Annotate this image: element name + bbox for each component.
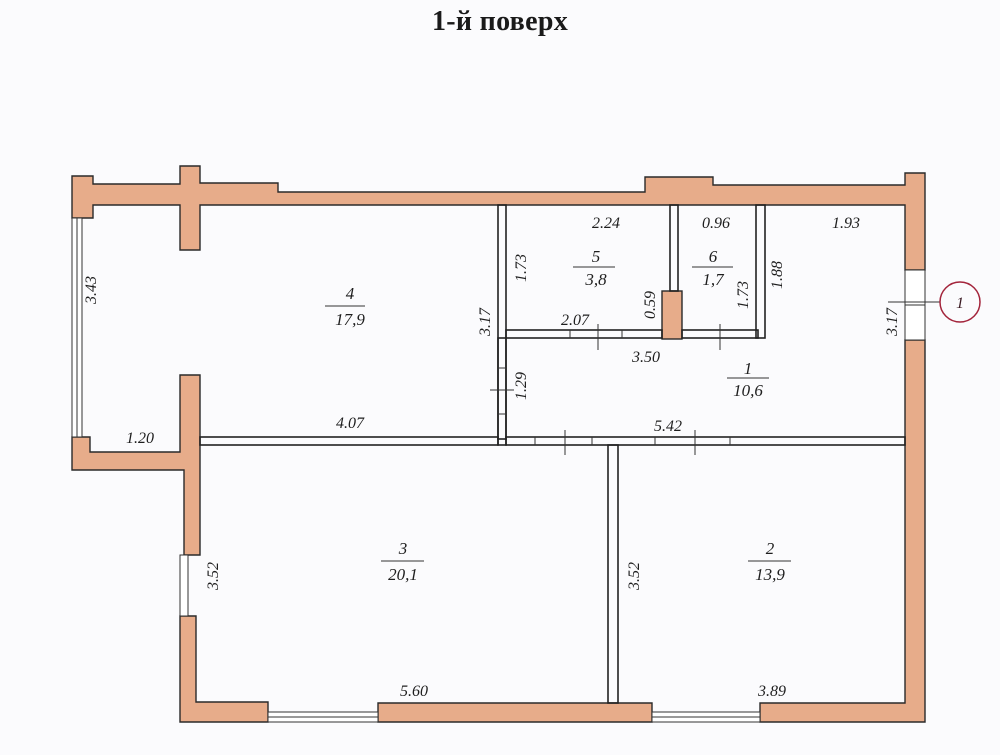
- dim-room4-left: 3.43: [83, 276, 100, 305]
- entrance-marker-label: 1: [956, 295, 964, 312]
- room-2-label: 2 13,9: [748, 539, 791, 584]
- room-5-label: 5 3,8: [573, 247, 615, 289]
- room-4-area: 17,9: [335, 310, 365, 329]
- room-5-area: 3,8: [584, 270, 607, 289]
- dim-room5-left: 1.73: [513, 254, 530, 282]
- dim-room4-right: 3.17: [477, 307, 494, 337]
- dim-room3-bottom: 5.60: [400, 683, 428, 700]
- dim-room6-top: 0.96: [702, 215, 730, 232]
- dim-hall-left: 1.29: [513, 372, 530, 400]
- dim-pillar: 0.59: [642, 291, 659, 319]
- dim-room4-bottom: 4.07: [336, 415, 365, 432]
- room-2-number: 2: [766, 539, 775, 558]
- dim-hall-bottom: 5.42: [654, 418, 682, 435]
- room-4-number: 4: [346, 284, 355, 303]
- room-1-number: 1: [744, 359, 753, 378]
- room-5-number: 5: [592, 247, 601, 266]
- dim-room5-top: 2.24: [592, 215, 620, 232]
- room-3-number: 3: [398, 539, 408, 558]
- partitions: [199, 204, 906, 704]
- room-4-label: 4 17,9: [325, 284, 365, 329]
- entrance-marker: 1: [888, 281, 981, 323]
- dimension-labels: 3.43 3.17 4.07 1.20 2.24 1.73 2.07 0.59 …: [83, 215, 901, 700]
- dim-room1-top: 1.93: [832, 215, 860, 232]
- room-6-number: 6: [709, 247, 718, 266]
- room-1-label: 1 10,6: [727, 359, 769, 400]
- room-3-area: 20,1: [388, 565, 418, 584]
- exterior-walls: [71, 165, 926, 723]
- dim-corridor-right: 1.88: [769, 261, 786, 289]
- room-2-area: 13,9: [755, 565, 785, 584]
- dim-room2-left: 3.52: [626, 562, 643, 591]
- dim-room3-left: 3.52: [205, 562, 222, 591]
- room-3-label: 3 20,1: [381, 539, 424, 584]
- floor-title: 1-й поверх: [431, 6, 568, 37]
- dim-room6-right: 1.73: [735, 281, 752, 309]
- dim-room2-bottom: 3.89: [757, 683, 786, 700]
- room-1-area: 10,6: [733, 381, 763, 400]
- dim-entry-width: 1.20: [126, 430, 154, 447]
- windows: [71, 217, 926, 723]
- dim-hall-top: 3.50: [631, 349, 660, 366]
- room-6-label: 6 1,7: [692, 247, 733, 289]
- dim-room5-bottom: 2.07: [561, 312, 590, 329]
- room-6-area: 1,7: [702, 270, 725, 289]
- dim-room1-right: 3.17: [884, 307, 901, 337]
